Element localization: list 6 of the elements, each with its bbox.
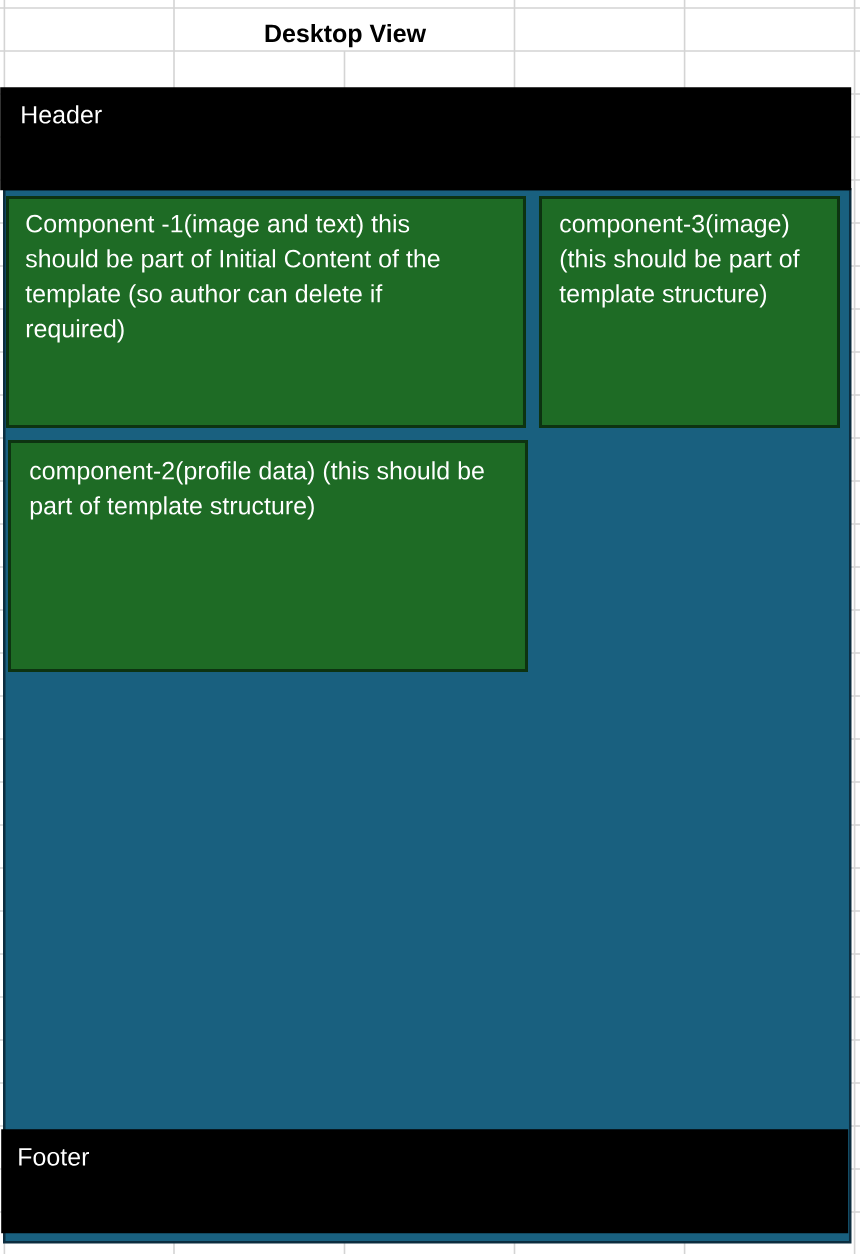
component-box: component-3(image) (this should be part of template structure) xyxy=(539,196,840,428)
component-box: Component -1(image and text) this should be part of Initial Content of the template (so author can delete if required) xyxy=(6,196,526,428)
header-bar: Header xyxy=(0,87,852,191)
footer-bar: Footer xyxy=(1,1129,849,1234)
component-box: component-2(profile data) (this should be part of template structure) xyxy=(8,440,528,672)
title: Desktop View xyxy=(265,23,427,48)
